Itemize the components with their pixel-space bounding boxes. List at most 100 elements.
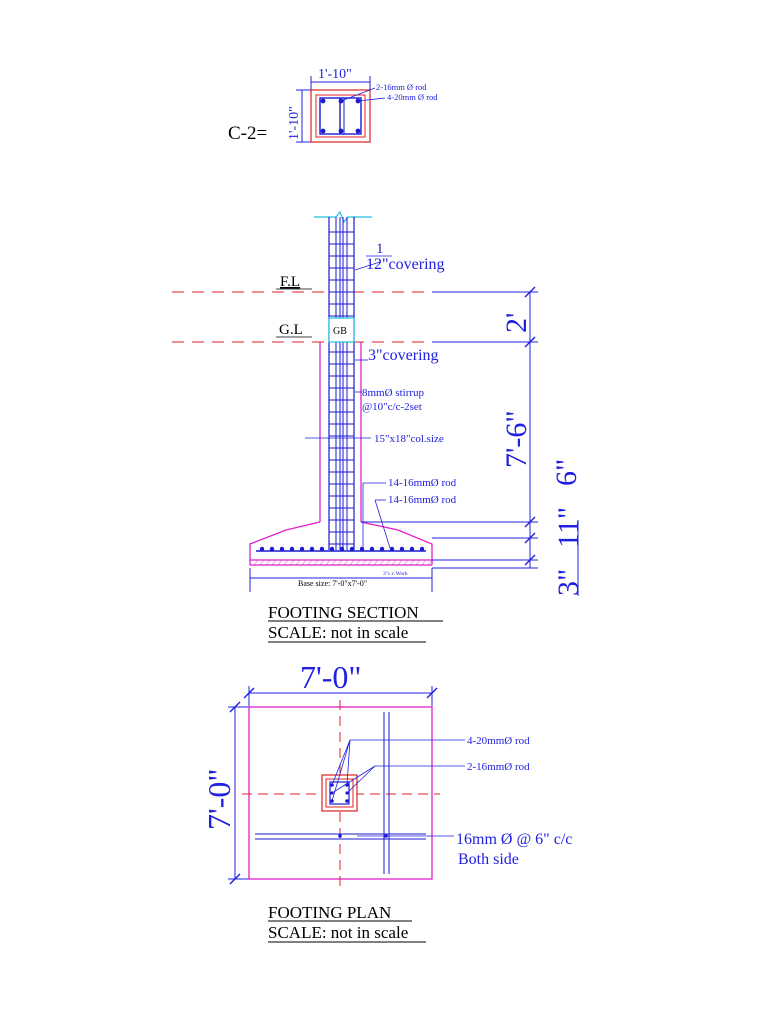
plan-leader — [331, 765, 376, 794]
dim-tick — [524, 532, 536, 544]
stirrup-note-2: @10"c/c-2set — [362, 401, 422, 413]
pcc-hatch — [337, 559, 343, 566]
pcc-hatch — [259, 559, 265, 566]
ground-level-label: G.L — [279, 322, 303, 338]
plan-title: FOOTING PLAN — [268, 903, 391, 922]
plan-rod-1: 4-20mmØ rod — [467, 735, 530, 747]
dim-tick — [524, 516, 536, 528]
pcc-hatch — [283, 559, 289, 566]
dim-6in: 6" — [550, 459, 583, 486]
cover-top-num: 1 — [376, 241, 384, 257]
pcc-hatch — [361, 559, 367, 566]
footing-bar — [259, 546, 265, 552]
plan-column-bar — [345, 799, 349, 803]
pcc-hatch — [253, 559, 259, 566]
plan-leader — [331, 739, 351, 786]
pcc-hatch — [331, 559, 337, 566]
pcc-hatch — [289, 559, 295, 566]
column-bar — [320, 128, 326, 134]
pcc-hatch — [373, 559, 379, 566]
dim-11in: 11" — [552, 507, 585, 548]
dim-tick — [229, 701, 241, 713]
dim-tick — [524, 336, 536, 348]
column-stirrups — [329, 231, 354, 545]
column-note-leader — [340, 87, 376, 102]
pcc-hatch — [295, 559, 301, 566]
cover-bottom-text: 3"covering — [368, 347, 439, 364]
pcc-hatch — [265, 559, 271, 566]
cc-note: 3"c.c.Work — [383, 571, 408, 577]
cover-top-text: 12"covering — [366, 256, 445, 273]
plan-width-dim: 7'-0" — [300, 659, 361, 695]
cover-top-leader — [354, 261, 381, 271]
column-top-cut — [314, 210, 372, 224]
pcc-hatch — [355, 559, 361, 566]
footing-bar — [329, 546, 335, 552]
rod-note-1: 14-16mmØ rod — [388, 477, 457, 489]
pcc-hatch — [397, 559, 403, 566]
plan-column-stirrup — [329, 781, 350, 805]
column-width-dim: 1'-10" — [318, 67, 352, 82]
footing-outline — [249, 521, 433, 561]
base-size-label: Base size: 7'-0"x7'-0" — [298, 579, 367, 588]
grade-beam — [328, 317, 355, 343]
section-title: FOOTING SECTION — [268, 603, 419, 622]
plan-scale: SCALE: not in scale — [268, 923, 408, 942]
pcc-hatch — [391, 559, 397, 566]
plan-spacing-2: Both side — [458, 851, 519, 868]
column-detail: C-2= 1'-10" 1'-10" 2-16mm Ø rod 4-20mm Ø… — [228, 67, 438, 144]
footing-bar — [399, 546, 405, 552]
column-note-leader — [357, 97, 386, 102]
footing-bar — [299, 546, 305, 552]
footing-bars — [253, 546, 433, 566]
dim-2ft: 2' — [500, 313, 533, 333]
footing-bar — [369, 546, 375, 552]
pcc-hatch — [271, 559, 277, 566]
plan-spacing-1: 16mm Ø @ 6" c/c — [456, 831, 572, 848]
column-bar — [320, 98, 326, 104]
col-size-label: 15"x18"col.size — [374, 433, 444, 445]
footing-bar — [419, 546, 425, 552]
column-inner-box — [315, 94, 366, 138]
column-note-1: 2-16mm Ø rod — [376, 82, 427, 92]
footing-bar — [279, 546, 285, 552]
footing-bar — [289, 546, 295, 552]
plan-leader — [346, 765, 376, 794]
column-bar — [338, 128, 344, 134]
pcc-hatch — [301, 559, 307, 566]
pcc-hatch — [427, 559, 433, 566]
plan-rod-2: 2-16mmØ rod — [467, 761, 530, 773]
rod-leader-2 — [374, 499, 391, 549]
column-label: C-2= — [228, 123, 267, 144]
dim-3in: 3" — [552, 569, 585, 596]
grade-beam-label: GB — [333, 326, 347, 337]
plan-column-outer — [321, 774, 358, 812]
footing-bar — [389, 546, 395, 552]
section-scale: SCALE: not in scale — [268, 623, 408, 642]
dim-tick — [229, 873, 241, 885]
plan-leader — [346, 739, 351, 786]
pcc-hatch — [409, 559, 415, 566]
dim-7-6: 7'-6" — [500, 410, 533, 468]
pcc-hatch — [379, 559, 385, 566]
pcc-hatch — [325, 559, 331, 566]
footing-bar — [319, 546, 325, 552]
rod-note-2: 14-16mmØ rod — [388, 494, 457, 506]
pcc-hatch — [319, 559, 325, 566]
footing-bar — [309, 546, 315, 552]
pcc-hatch — [415, 559, 421, 566]
dim-tick — [243, 687, 255, 699]
pcc-hatch — [277, 559, 283, 566]
pcc-hatch — [349, 559, 355, 566]
stirrup-note-1: 8mmØ stirrup — [362, 387, 425, 399]
column-bar — [355, 128, 361, 134]
column-outer-box — [310, 89, 371, 143]
pcc-hatch — [385, 559, 391, 566]
plan-column-inner — [325, 778, 354, 808]
footing-bar — [409, 546, 415, 552]
footing-bar — [379, 546, 385, 552]
pcc-hatch — [367, 559, 373, 566]
plan-rebar-dot — [338, 834, 342, 838]
pcc-hatch — [343, 559, 349, 566]
